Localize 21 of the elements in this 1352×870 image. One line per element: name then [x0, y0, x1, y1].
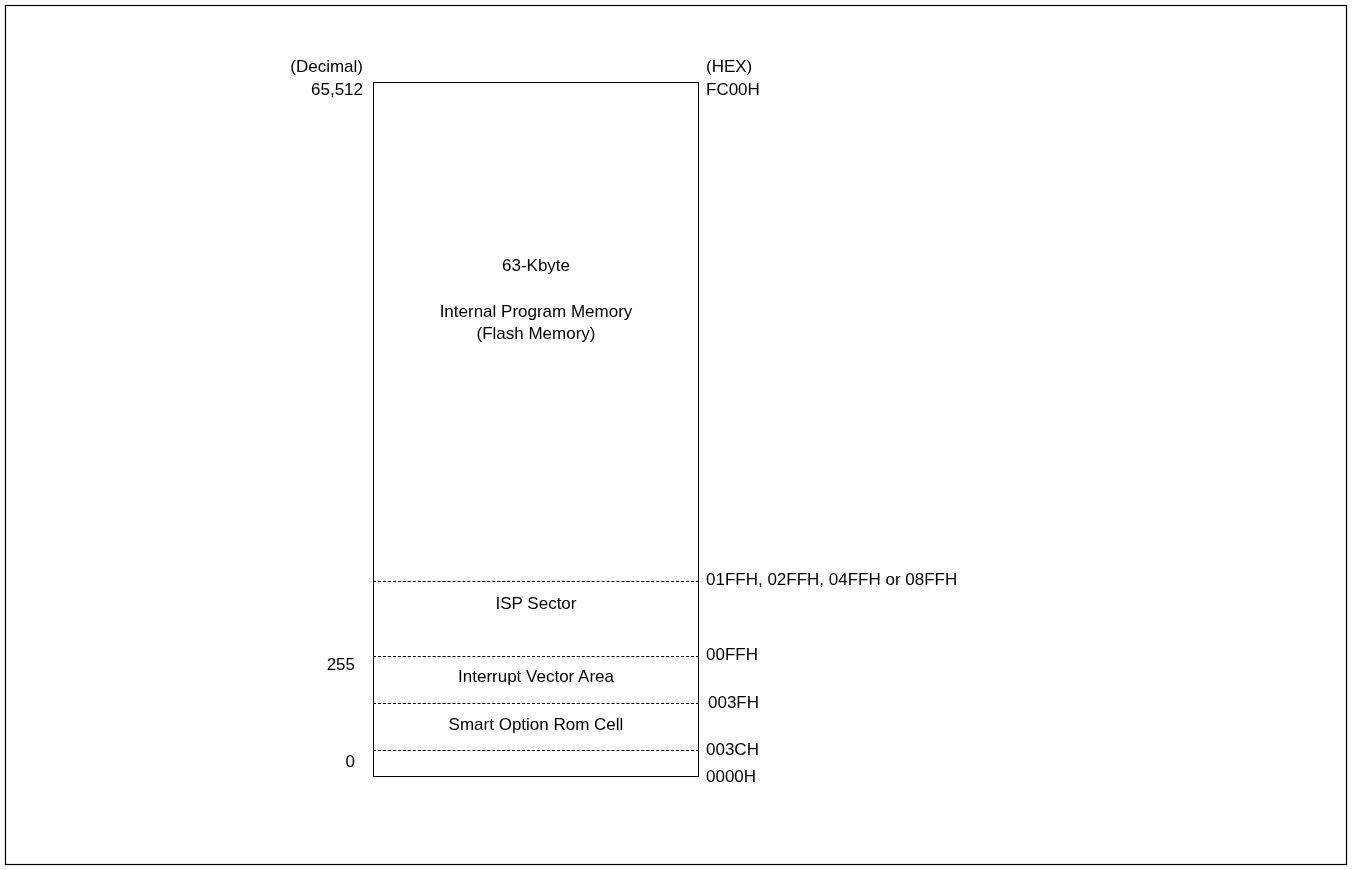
memory-region	[373, 82, 699, 581]
region-label: ISP Sector	[494, 593, 578, 615]
memory-region	[373, 750, 699, 777]
address-label: 65,512	[311, 80, 363, 100]
memory-size-label: 63-Kbyte	[500, 255, 571, 277]
address-label: 00FFH	[706, 645, 758, 665]
address-label: 0000H	[706, 767, 757, 787]
region-label: Internal Program Memory (Flash Memory)	[438, 301, 634, 345]
column-heading: (HEX)	[706, 57, 753, 77]
region-label: Interrupt Vector Area	[457, 666, 615, 688]
address-label: 01FFH, 02FFH, 04FFH or 08FFH	[706, 570, 958, 590]
column-heading: (Decimal)	[290, 57, 363, 77]
memory-region	[373, 581, 699, 656]
address-label: 003FH	[708, 693, 760, 713]
memory-region	[373, 656, 699, 703]
address-label: 003CH	[706, 740, 759, 760]
region-label: Smart Option Rom Cell	[447, 714, 625, 736]
address-label: FC00H	[706, 80, 760, 100]
address-label: 0	[345, 752, 355, 772]
memory-region	[373, 703, 699, 750]
address-label: 255	[326, 655, 355, 675]
